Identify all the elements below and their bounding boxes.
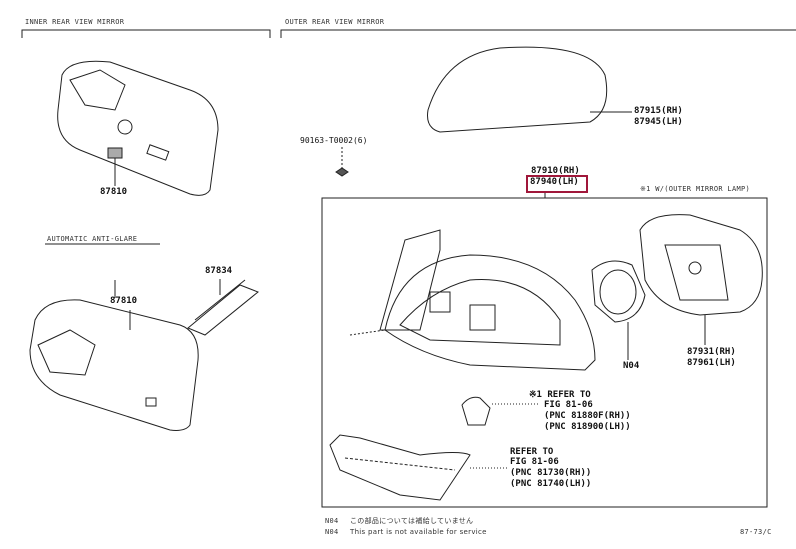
outer-mirror-body-drawing xyxy=(349,229,596,371)
footer-en-code: N04 xyxy=(325,528,339,536)
part-glass-lh[interactable]: 87961(LH) xyxy=(687,358,736,368)
refer-line: (PNC 81740(LH)) xyxy=(510,479,592,489)
footer-en-text: This part is not available for service xyxy=(350,528,487,536)
part-outer-lh[interactable]: 87940(LH) xyxy=(530,177,579,187)
part-cover-rh[interactable]: 87915(RH) xyxy=(634,106,683,116)
part-bracket[interactable]: 87834 xyxy=(205,266,233,276)
outer-section-bracket xyxy=(280,29,796,38)
part-outer-rh[interactable]: 87910(RH) xyxy=(531,166,580,176)
part-motor: N04 xyxy=(623,361,640,371)
anti-glare-mirror-drawing xyxy=(29,299,199,431)
page-code: 87-73/C xyxy=(740,528,772,536)
refer-line: ※1 REFER TO xyxy=(529,390,591,400)
screw-drawing xyxy=(335,147,349,177)
bracket-drawing xyxy=(187,279,259,336)
motor-drawing xyxy=(591,260,646,360)
section-inner-mirror: INNER REAR VIEW MIRROR xyxy=(25,18,125,26)
footer-jp-code: N04 xyxy=(325,517,339,525)
lamp-note: ※1 W/(OUTER MIRROR LAMP) xyxy=(640,185,750,193)
section-anti-glare: AUTOMATIC ANTI-GLARE xyxy=(47,235,138,243)
refer-line: (PNC 818900(LH)) xyxy=(544,422,631,432)
refer-line: (PNC 81730(RH)) xyxy=(510,468,592,478)
part-cover-lh[interactable]: 87945(LH) xyxy=(634,117,683,127)
refer-line: FIG 81-06 xyxy=(510,457,559,467)
footer-jp-text: この部品については補給していません xyxy=(350,517,474,525)
socket-drawing xyxy=(461,396,540,426)
part-glass-rh[interactable]: 87931(RH) xyxy=(687,347,736,357)
mirror-cover-drawing xyxy=(427,46,632,133)
refer-line: FIG 81-06 xyxy=(544,400,593,410)
refer-line: (PNC 81880F(RH)) xyxy=(544,411,631,421)
inner-mirror-drawing xyxy=(57,60,219,196)
part-anti-glare-mirror[interactable]: 87810 xyxy=(110,296,138,306)
refer-line: REFER TO xyxy=(510,447,554,457)
part-screw[interactable]: 90163-T0002(6) xyxy=(300,136,368,145)
lamp-drawing xyxy=(329,434,508,501)
part-inner-mirror[interactable]: 87810 xyxy=(100,187,128,197)
highlight-box xyxy=(526,175,588,193)
mirror-glass-drawing xyxy=(639,214,763,345)
inner-section-bracket xyxy=(21,29,271,38)
section-outer-mirror: OUTER REAR VIEW MIRROR xyxy=(285,18,385,26)
